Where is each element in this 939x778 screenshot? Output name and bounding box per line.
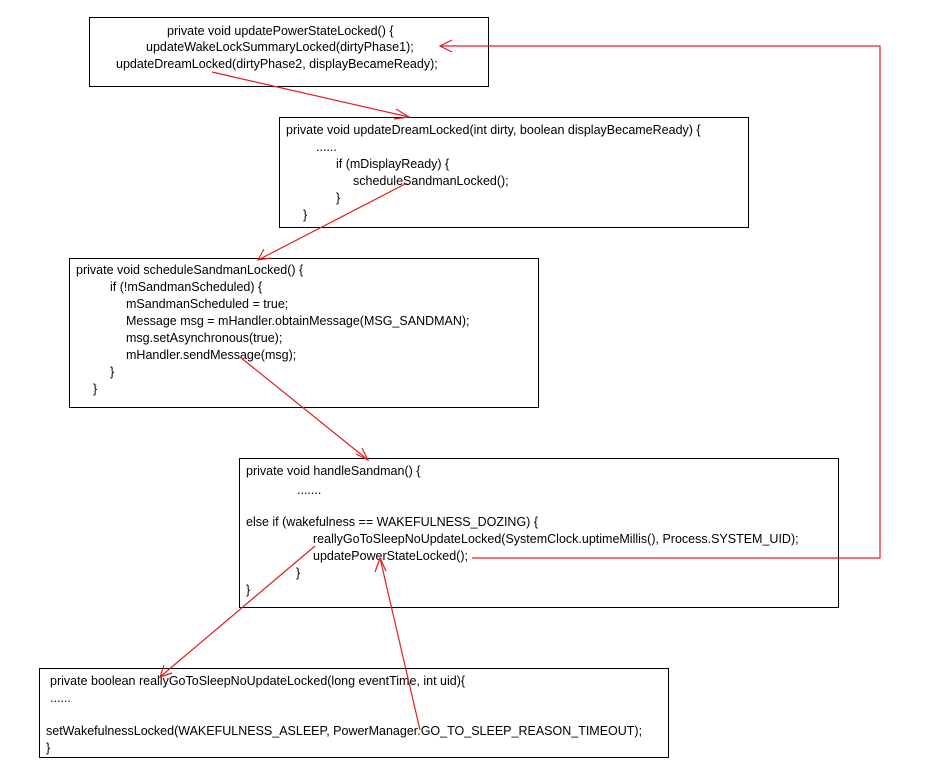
code-line: msg.setAsynchronous(true); <box>126 331 283 345</box>
code-line: } <box>246 583 251 597</box>
code-line: } <box>110 365 115 379</box>
code-line: mHandler.sendMessage(msg); <box>126 348 297 362</box>
code-line: mSandmanScheduled = true; <box>126 297 289 311</box>
code-line: reallyGoToSleepNoUpdateLocked(SystemCloc… <box>313 532 799 546</box>
code-line: Message msg = mHandler.obtainMessage(MSG… <box>126 314 470 328</box>
code-line: } <box>296 566 301 580</box>
code-line: ...... <box>50 691 71 705</box>
code-line: updateWakeLockSummaryLocked(dirtyPhase1)… <box>146 40 414 54</box>
code-box-update-power-state: private void updatePowerStateLocked() { … <box>89 17 489 87</box>
code-line: private boolean reallyGoToSleepNoUpdateL… <box>50 674 466 688</box>
code-line: updateDreamLocked(dirtyPhase2, displayBe… <box>116 57 438 71</box>
code-line: } <box>93 382 98 396</box>
code-line: setWakefulnessLocked(WAKEFULNESS_ASLEEP,… <box>46 724 643 738</box>
code-line: } <box>46 741 51 755</box>
code-box-really-go-to-sleep: private boolean reallyGoToSleepNoUpdateL… <box>39 668 669 758</box>
code-line: if (!mSandmanScheduled) { <box>110 280 263 294</box>
code-line: if (mDisplayReady) { <box>336 157 450 171</box>
code-line: updatePowerStateLocked(); <box>313 549 468 563</box>
code-line: private void updateDreamLocked(int dirty… <box>286 123 701 137</box>
code-line: } <box>336 191 341 205</box>
code-line: } <box>303 208 308 222</box>
code-line: private void handleSandman() { <box>246 464 421 478</box>
code-box-handle-sandman: private void handleSandman() { ....... e… <box>239 458 839 608</box>
code-line: else if (wakefulness == WAKEFULNESS_DOZI… <box>246 515 538 529</box>
code-box-update-dream: private void updateDreamLocked(int dirty… <box>279 117 749 228</box>
code-line: private void scheduleSandmanLocked() { <box>76 263 304 277</box>
code-line: ...... <box>316 140 337 154</box>
code-line: scheduleSandmanLocked(); <box>353 174 509 188</box>
code-box-schedule-sandman: private void scheduleSandmanLocked() { i… <box>69 258 539 408</box>
code-line: private void updatePowerStateLocked() { <box>167 24 394 38</box>
code-line: ....... <box>297 483 322 497</box>
